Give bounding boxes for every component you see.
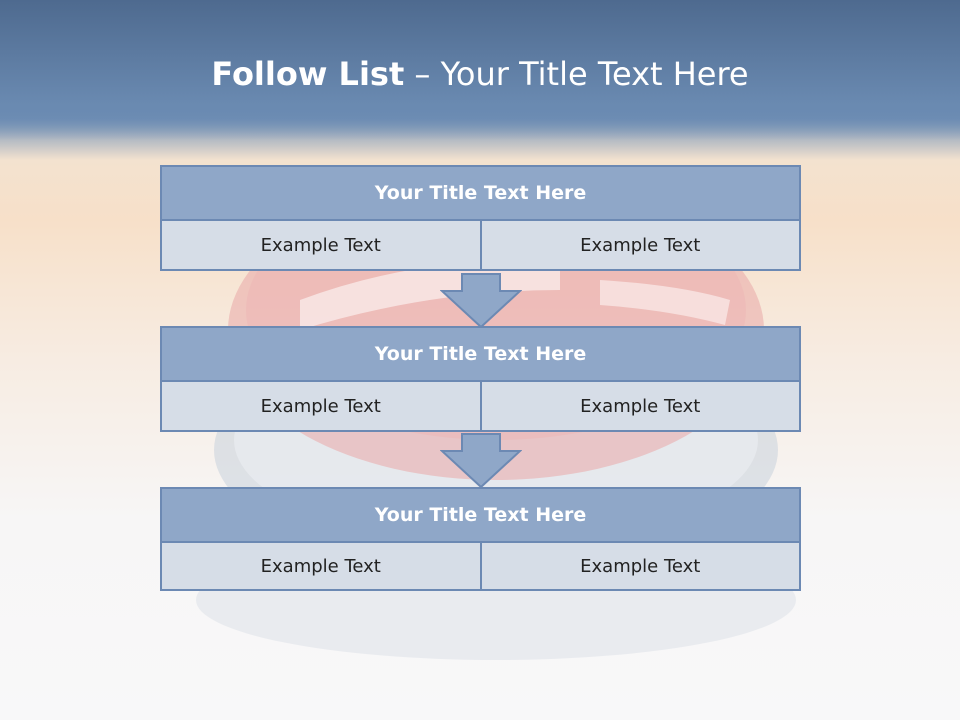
block-cell-left: Example Text (160, 382, 482, 432)
slide-title-bold: Follow List (211, 55, 405, 93)
block-row: Example Text Example Text (160, 543, 801, 591)
block-row: Example Text Example Text (160, 221, 801, 271)
down-arrow-icon (440, 273, 522, 329)
block-cell-left: Example Text (160, 221, 482, 271)
down-arrow-icon (440, 433, 522, 489)
block-cell-right: Example Text (481, 543, 801, 591)
slide-title: Follow List – Your Title Text Here (0, 55, 960, 93)
block-title: Your Title Text Here (160, 165, 801, 221)
block-cell-right: Example Text (481, 382, 801, 432)
block-cell-right: Example Text (481, 221, 801, 271)
block-title: Your Title Text Here (160, 326, 801, 382)
header-band (0, 0, 960, 140)
list-block-3: Your Title Text Here Example Text Exampl… (160, 487, 801, 591)
block-title: Your Title Text Here (160, 487, 801, 543)
block-cell-left: Example Text (160, 543, 482, 591)
list-block-2: Your Title Text Here Example Text Exampl… (160, 326, 801, 432)
list-block-1: Your Title Text Here Example Text Exampl… (160, 165, 801, 271)
slide-title-rest: – Your Title Text Here (404, 55, 749, 93)
block-row: Example Text Example Text (160, 382, 801, 432)
